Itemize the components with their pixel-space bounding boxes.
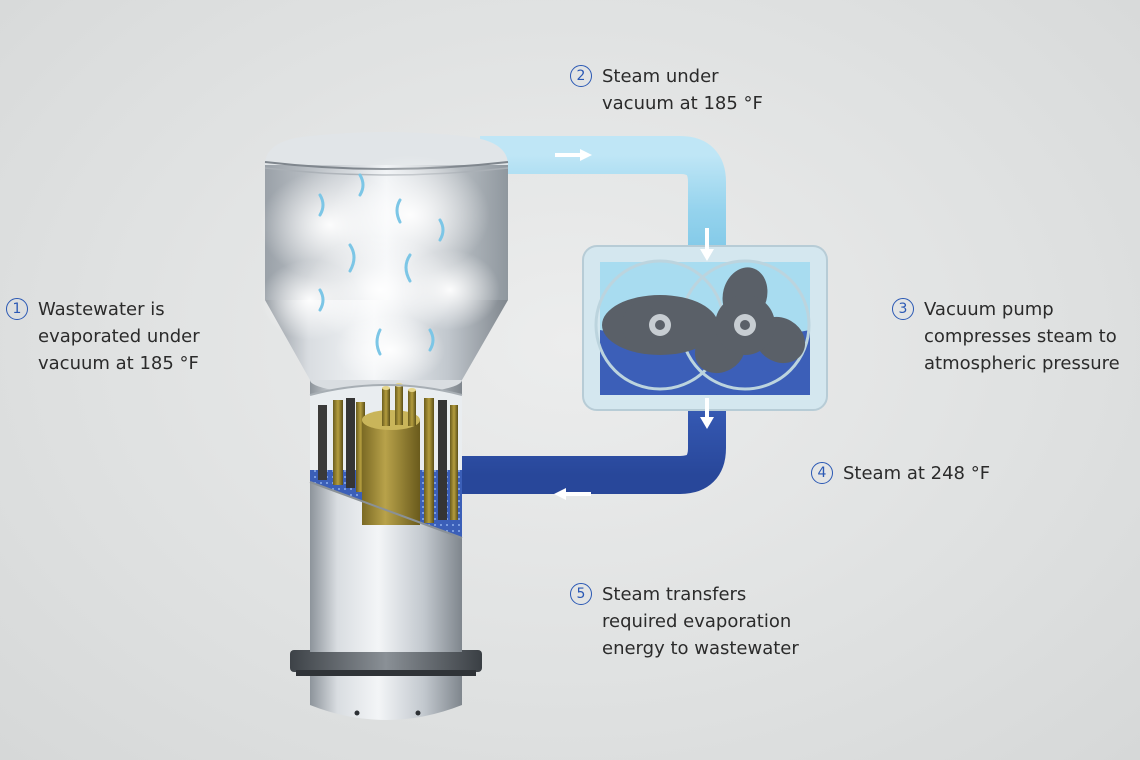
step-number-2: 2 (570, 65, 592, 87)
flow-arrow-left (554, 488, 591, 500)
label-3-vacuum-pump: 3 Vacuum pump compresses steam to atmosp… (892, 296, 1120, 377)
label-3-line-1: Vacuum pump (924, 299, 1054, 320)
label-3-line-2: compresses steam to (924, 326, 1117, 347)
steam-wisps (318, 173, 445, 356)
vacuum-steam-pipe (480, 136, 726, 265)
step-number-5: 5 (570, 583, 592, 605)
step-number-3: 3 (892, 298, 914, 320)
label-1-line-1: Wastewater is (38, 299, 165, 320)
pump-rotor-right (694, 267, 806, 374)
label-5-steam-transfers-energy: 5 Steam transfers required evaporation e… (570, 581, 799, 662)
evaporator-vessel (260, 132, 509, 720)
flow-arrow-down-bottom (700, 398, 714, 429)
label-1-wastewater-evaporation: 1 Wastewater is evaporated under vacuum … (6, 296, 200, 377)
flow-arrow-down-top (700, 228, 714, 261)
label-4-steam-248: 4 Steam at 248 °F (811, 460, 990, 487)
label-2-steam-under-vacuum: 2 Steam under vacuum at 185 °F (570, 63, 763, 117)
label-5-line-1: Steam transfers (602, 584, 747, 605)
label-5-line-2: required evaporation (602, 611, 792, 632)
label-1-line-2: evaporated under (38, 326, 200, 347)
label-1-line-3: vacuum at 185 °F (38, 353, 199, 374)
step-number-1: 1 (6, 298, 28, 320)
compressed-steam-pipe (458, 360, 726, 494)
label-3-line-3: atmospheric pressure (924, 353, 1120, 374)
step-number-4: 4 (811, 462, 833, 484)
steam-cloud (260, 155, 500, 385)
pump-rotor-left (602, 295, 718, 355)
flow-arrow-right (555, 149, 592, 161)
label-5-line-3: energy to wastewater (602, 638, 799, 659)
cutaway-section (309, 383, 463, 539)
label-2-line-1: Steam under (602, 66, 719, 87)
label-4-line-1: Steam at 248 °F (843, 463, 991, 484)
vacuum-pump (582, 245, 828, 411)
label-2-line-2: vacuum at 185 °F (602, 93, 763, 114)
